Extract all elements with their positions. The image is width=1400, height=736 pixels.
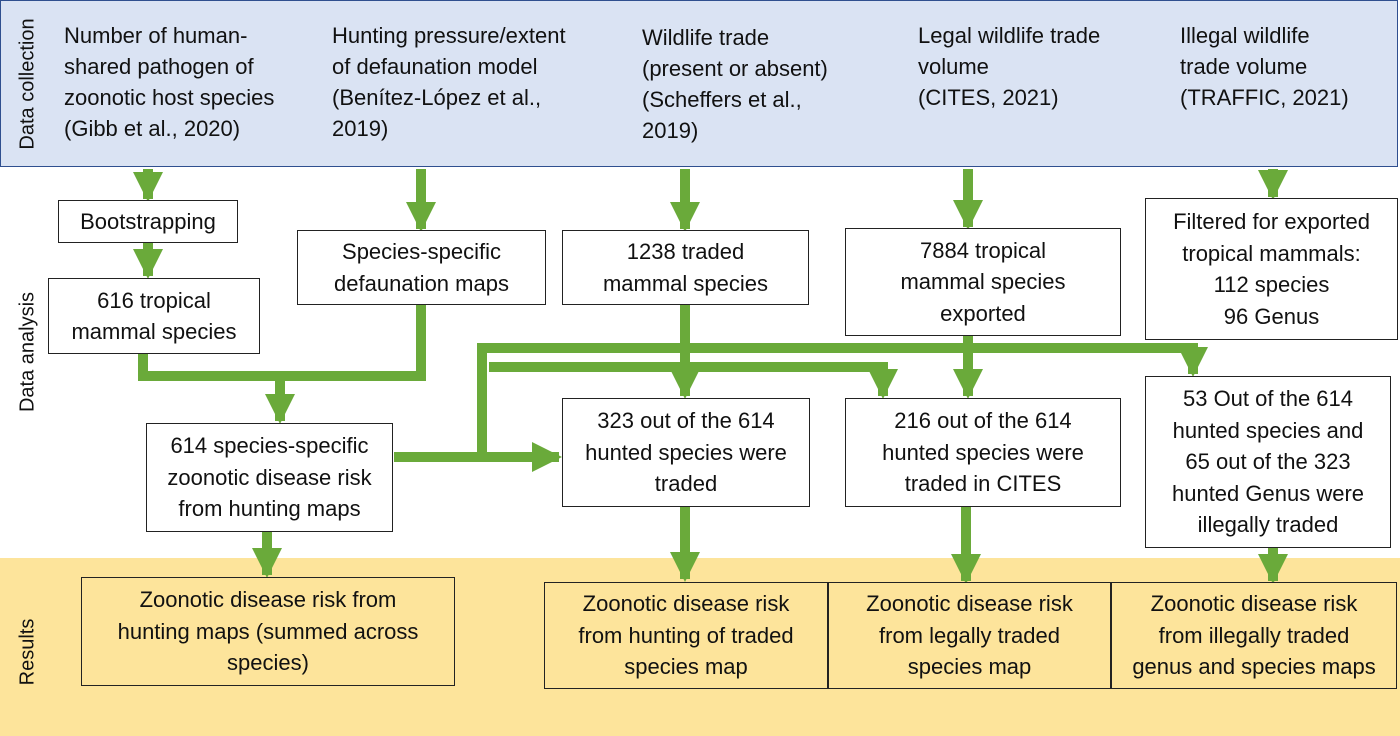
box-bootstrapping: Bootstrapping: [58, 200, 238, 243]
source-wildlife-trade: Wildlife trade(present or absent)(Scheff…: [642, 25, 828, 143]
arrow-614-cites216: [489, 362, 898, 399]
data-collection-band: [0, 0, 1398, 167]
arrow-614-illegal53: [477, 343, 1208, 457]
